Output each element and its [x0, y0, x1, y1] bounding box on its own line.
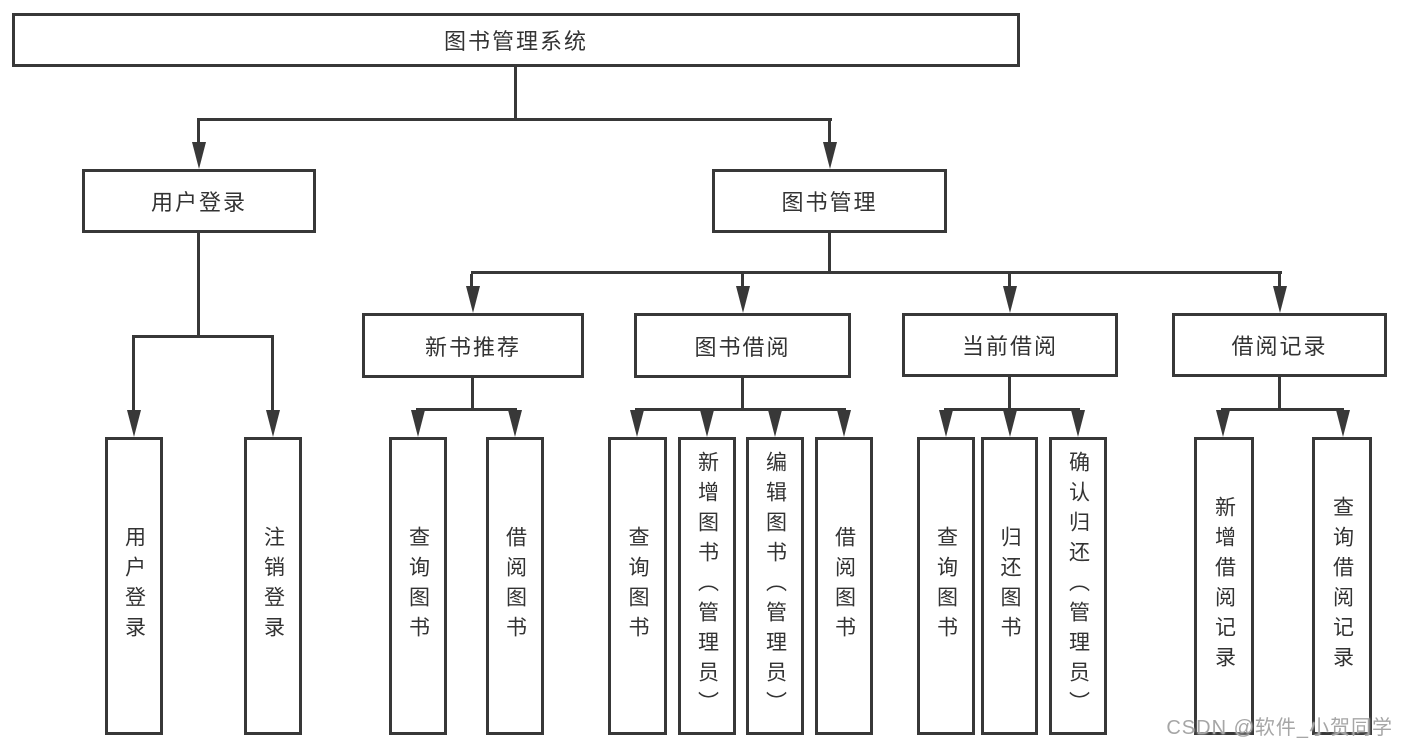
connector	[197, 233, 200, 337]
connector	[741, 378, 744, 410]
connector	[132, 335, 274, 338]
leaf-label: 用户登录	[122, 526, 146, 646]
node-user-login: 用户登录	[82, 169, 316, 233]
connector	[1278, 274, 1281, 288]
node-borrowing-records: 借阅记录	[1172, 313, 1387, 377]
connector	[470, 274, 473, 288]
connector	[471, 378, 474, 410]
leaf-newbook-borrow-book: 借阅图书	[486, 437, 544, 735]
connector	[514, 67, 517, 118]
arrowhead-down-icon	[700, 410, 714, 437]
arrowhead-down-icon	[266, 410, 280, 437]
connector	[197, 121, 200, 146]
leaf-record-query: 查询借阅记录	[1312, 437, 1372, 735]
leaf-current-confirm-return-admin: 确认归还（管理员）	[1049, 437, 1107, 735]
arrowhead-down-icon	[1003, 286, 1017, 313]
arrowhead-down-icon	[1071, 410, 1085, 437]
arrowhead-down-icon	[1216, 410, 1230, 437]
arrowhead-down-icon	[768, 410, 782, 437]
connector	[1008, 377, 1011, 410]
node-current-borrowing: 当前借阅	[902, 313, 1118, 377]
connector	[416, 408, 517, 411]
node-root: 图书管理系统	[12, 13, 1020, 67]
connector	[828, 121, 831, 146]
arrowhead-down-icon	[1273, 286, 1287, 313]
connector	[1008, 274, 1011, 288]
leaf-label: 查询图书	[934, 526, 958, 646]
connector	[132, 338, 135, 412]
leaf-label: 确认归还（管理员）	[1066, 451, 1090, 721]
arrowhead-down-icon	[736, 286, 750, 313]
connector	[635, 408, 846, 411]
leaf-label: 查询借阅记录	[1330, 496, 1354, 676]
connector	[828, 233, 831, 274]
leaf-label: 新增借阅记录	[1212, 496, 1236, 676]
arrowhead-down-icon	[823, 142, 837, 169]
leaf-current-query-book: 查询图书	[917, 437, 975, 735]
connector	[197, 118, 832, 121]
arrowhead-down-icon	[630, 410, 644, 437]
node-new-book-recommendation: 新书推荐	[362, 313, 584, 378]
connector	[271, 338, 274, 412]
leaf-label: 查询图书	[406, 526, 430, 646]
connector	[944, 408, 1080, 411]
node-book-borrowing: 图书借阅	[634, 313, 851, 378]
leaf-label: 新增图书（管理员）	[695, 451, 719, 721]
arrowhead-down-icon	[508, 410, 522, 437]
watermark: CSDN @软件_小贺同学	[1166, 717, 1393, 739]
leaf-borrow-borrow-book: 借阅图书	[815, 437, 873, 735]
leaf-label: 归还图书	[998, 526, 1021, 646]
leaf-label: 查询图书	[626, 526, 649, 646]
arrowhead-down-icon	[1336, 410, 1350, 437]
leaf-current-return-book: 归还图书	[981, 437, 1038, 735]
leaf-label: 编辑图书（管理员）	[763, 451, 787, 721]
leaf-label: 注销登录	[261, 526, 285, 646]
arrowhead-down-icon	[127, 410, 141, 437]
arrowhead-down-icon	[1003, 410, 1017, 437]
arrowhead-down-icon	[466, 286, 480, 313]
connector	[471, 271, 1282, 274]
connector	[1221, 408, 1344, 411]
leaf-record-add: 新增借阅记录	[1194, 437, 1254, 735]
leaf-user-login: 用户登录	[105, 437, 163, 735]
leaf-label: 借阅图书	[503, 526, 527, 646]
leaf-newbook-query-book: 查询图书	[389, 437, 447, 735]
leaf-borrow-query-book: 查询图书	[608, 437, 667, 735]
arrowhead-down-icon	[939, 410, 953, 437]
arrowhead-down-icon	[837, 410, 851, 437]
leaf-label: 借阅图书	[832, 526, 856, 646]
node-book-management: 图书管理	[712, 169, 947, 233]
leaf-borrow-add-book-admin: 新增图书（管理员）	[678, 437, 736, 735]
leaf-borrow-edit-book-admin: 编辑图书（管理员）	[746, 437, 804, 735]
arrowhead-down-icon	[192, 142, 206, 169]
arrowhead-down-icon	[411, 410, 425, 437]
leaf-logout: 注销登录	[244, 437, 302, 735]
connector	[741, 274, 744, 288]
connector	[1278, 377, 1281, 410]
